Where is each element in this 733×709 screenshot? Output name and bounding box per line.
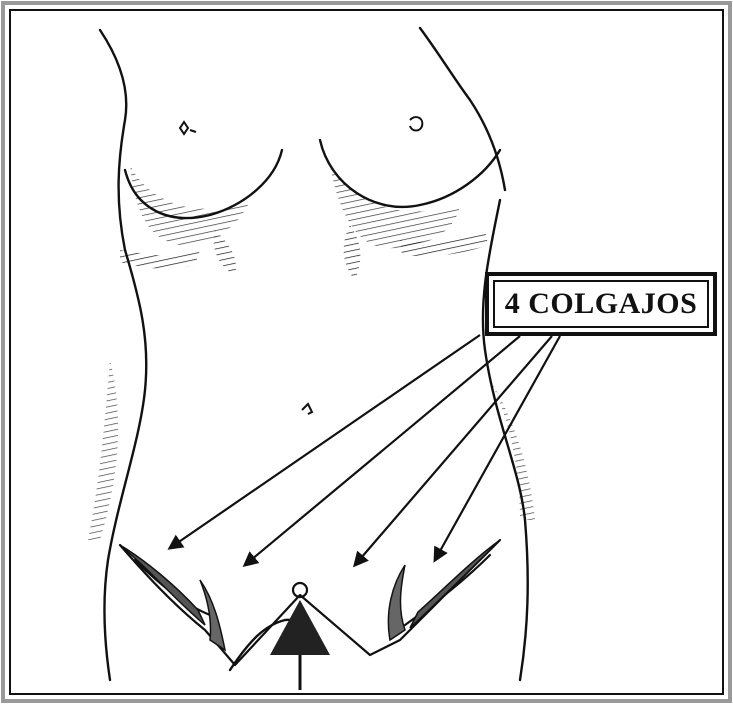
arrow-to-flap-4 [435,336,560,560]
flap-3 [388,565,405,640]
arrow-to-flap-2 [245,336,520,565]
flap-4 [410,540,500,628]
outer-frame [3,3,730,701]
flaps-label: 4 COLGAJOS [505,287,698,321]
body-details [180,117,422,414]
torso-shading [88,165,535,540]
flap-1 [120,545,205,625]
arrow-to-flap-1 [170,335,480,548]
flaps [120,540,500,690]
pubic-triangle [270,600,330,655]
flap-2 [200,580,225,650]
arrow-to-flap-3 [355,336,552,565]
inner-frame [10,10,723,694]
callout-arrows [170,335,560,565]
flaps-label-box: 4 COLGAJOS [485,272,717,336]
